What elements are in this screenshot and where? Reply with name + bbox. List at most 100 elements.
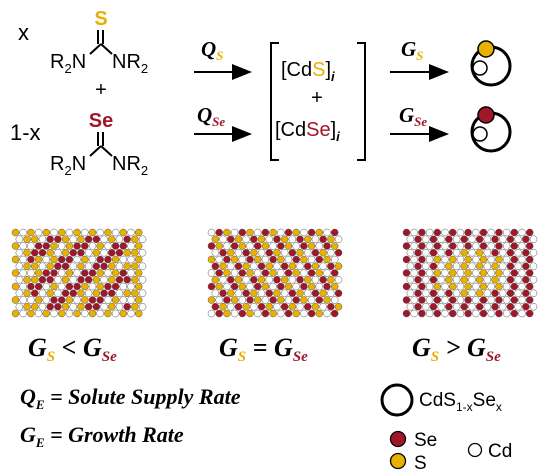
lattice-atom xyxy=(250,235,258,243)
lattice-atom xyxy=(238,269,247,277)
lattice-atom xyxy=(288,289,297,297)
lattice-atom xyxy=(495,228,503,237)
lattice-atom xyxy=(499,276,507,284)
lattice-atom xyxy=(441,255,449,264)
lattice-atom xyxy=(119,309,128,318)
lattice-atom xyxy=(445,249,453,257)
lattice-atom xyxy=(88,269,97,277)
lattice-atom xyxy=(115,303,124,311)
lattice-atom xyxy=(207,242,216,250)
lattice-atom xyxy=(319,276,327,284)
lattice-atom xyxy=(69,303,77,311)
lattice-atom xyxy=(211,303,220,311)
lattice-atom xyxy=(491,262,499,270)
lattice-atom xyxy=(65,242,74,250)
lattice-atom xyxy=(31,289,39,297)
lattice-atom xyxy=(456,255,465,264)
lattice-atom xyxy=(265,262,273,270)
lattice-atom xyxy=(468,289,476,297)
lattice-atom xyxy=(441,296,449,304)
lattice-atom xyxy=(219,303,227,311)
compare-label-2: GS = GSe xyxy=(219,333,308,365)
lattice-atom xyxy=(15,276,24,284)
lattice-atom xyxy=(280,262,289,270)
lattice-atom xyxy=(269,255,277,264)
lattice-atom xyxy=(422,235,430,243)
lattice-atom xyxy=(111,309,120,318)
lattice-atom xyxy=(448,296,457,304)
particle-s-attach xyxy=(470,40,512,87)
lattice-atom xyxy=(284,269,293,277)
lattice-atom xyxy=(77,276,85,284)
lattice-atom xyxy=(96,269,104,277)
lattice-atom xyxy=(54,303,62,311)
plus-monomers: + xyxy=(311,87,323,109)
lattice-atom xyxy=(81,255,89,264)
lattice-atom xyxy=(334,249,343,257)
lattice-atom xyxy=(307,309,316,318)
lattice-atom xyxy=(57,309,66,318)
lattice-atom xyxy=(273,276,281,284)
lattice-atom xyxy=(253,309,262,318)
lattice-atom xyxy=(127,228,135,237)
lattice-atom xyxy=(265,303,273,311)
lattice-atom xyxy=(134,282,143,291)
lattice-atom xyxy=(330,282,339,291)
lattice-atom xyxy=(284,255,293,264)
lattice-atom xyxy=(219,276,227,284)
lattice-atom xyxy=(437,262,445,270)
lattice-atom xyxy=(323,228,331,237)
lattice-atom xyxy=(211,262,220,270)
lattice-atom xyxy=(265,249,273,257)
lattice-atom xyxy=(487,309,495,318)
lattice-atom xyxy=(123,235,131,243)
lattice-atom xyxy=(96,228,104,237)
lattice-atom xyxy=(422,276,430,284)
lattice-atom xyxy=(31,249,39,257)
lattice-atom xyxy=(323,269,331,277)
lattice-atom xyxy=(425,296,434,304)
lattice-atom xyxy=(529,235,538,243)
lattice-atom xyxy=(234,262,243,270)
lattice-atom xyxy=(460,235,468,243)
left-bracket xyxy=(270,42,279,161)
lattice-atom xyxy=(115,235,124,243)
lattice-atom xyxy=(242,262,250,270)
lattice-atom xyxy=(460,276,468,284)
lattice-atom xyxy=(402,228,411,237)
lattice-atom xyxy=(253,255,262,264)
lattice-atom xyxy=(115,262,124,270)
lattice-atom xyxy=(280,276,289,284)
lattice-atom xyxy=(300,282,308,291)
lattice-atom xyxy=(330,269,339,277)
lattice-atom xyxy=(19,309,27,318)
lattice-atom xyxy=(429,289,438,297)
label-q-se: QSe xyxy=(197,103,225,129)
lattice-atom xyxy=(487,269,495,277)
lattice-atom xyxy=(495,242,503,250)
lattice-atom xyxy=(323,242,331,250)
lattice-atom xyxy=(61,235,70,243)
lattice-atom xyxy=(250,262,258,270)
lattice-atom xyxy=(50,282,58,291)
lattice-atom xyxy=(31,235,39,243)
lattice-atom xyxy=(34,228,43,237)
lattice-atom xyxy=(499,249,507,257)
lattice-atom xyxy=(54,249,62,257)
lattice-atom xyxy=(510,269,519,277)
lattice-atom xyxy=(234,276,243,284)
lattice-atom xyxy=(46,235,54,243)
lattice-atom xyxy=(483,289,492,297)
lattice-homogeneous xyxy=(207,228,343,318)
lattice-atom xyxy=(277,255,285,264)
lattice-atom xyxy=(323,296,331,304)
lattice-atom xyxy=(483,303,492,311)
lattice-atom xyxy=(46,249,54,257)
lattice-atom xyxy=(27,296,35,304)
lattice-atom xyxy=(257,262,266,270)
lattice-atom xyxy=(311,303,320,311)
lattice-atom xyxy=(131,289,139,297)
lattice-atom xyxy=(108,289,116,297)
lattice-atom xyxy=(227,289,235,297)
lattice-atom xyxy=(227,303,235,311)
